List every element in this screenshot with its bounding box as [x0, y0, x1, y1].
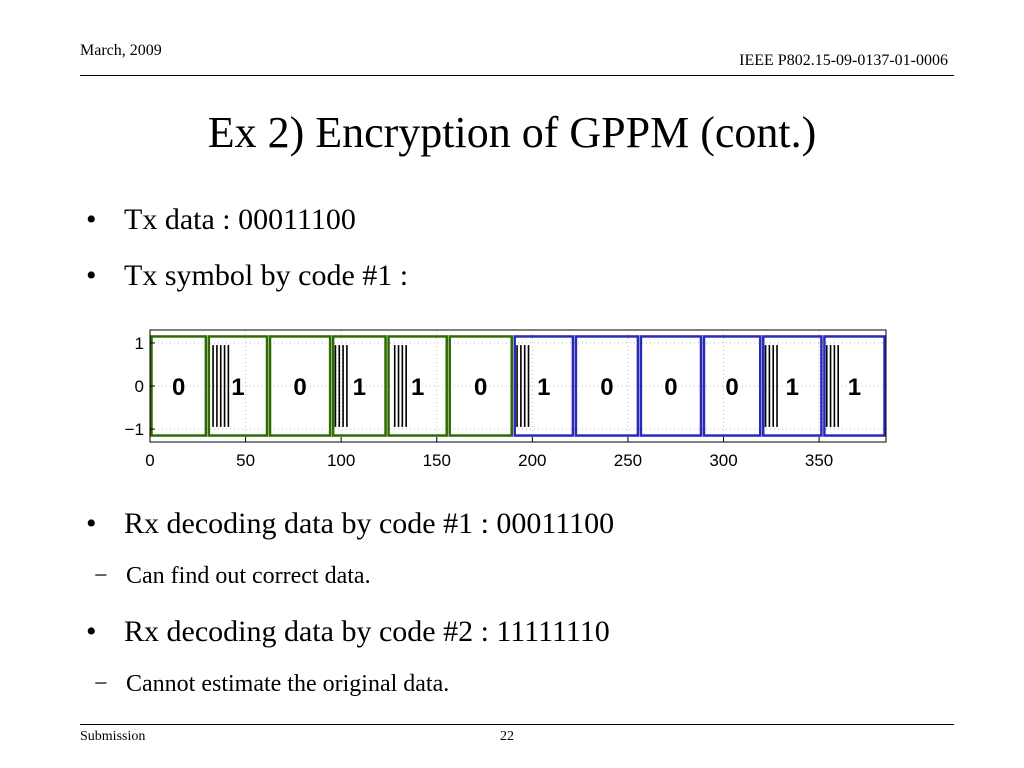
header-rule — [80, 75, 954, 76]
bullet-text: Tx data : 00011100 — [124, 203, 356, 236]
y-tick-label: −1 — [125, 420, 144, 439]
sub-bullet-correct: −Can find out correct data. — [94, 562, 371, 591]
footer-rule — [80, 724, 954, 725]
bit-label: 1 — [848, 374, 861, 401]
bit-label: 0 — [725, 374, 738, 401]
sub-bullet-text: Can find out correct data. — [126, 563, 371, 589]
symbol-box — [702, 335, 762, 437]
symbol-box — [387, 335, 448, 437]
dash-mark: − — [94, 671, 108, 697]
bit-label: 1 — [353, 374, 366, 401]
sub-bullet-text: Cannot estimate the original data. — [126, 671, 450, 697]
bullet-text: Rx decoding data by code #2 : 11111110 — [124, 615, 610, 648]
symbol-box — [331, 335, 387, 437]
symbol-box — [823, 335, 886, 437]
bullet-mark: • — [86, 615, 97, 648]
header-date: March, 2009 — [80, 42, 162, 59]
x-tick-label: 150 — [423, 451, 451, 470]
dash-mark: − — [94, 563, 108, 589]
bullet-rx-code2: • Rx decoding data by code #2 : 11111110 — [86, 614, 610, 650]
bit-label: 1 — [786, 374, 799, 401]
symbol-box — [513, 335, 575, 437]
symbol-box — [448, 335, 513, 437]
bit-label: 0 — [293, 374, 306, 401]
bit-label: 0 — [664, 374, 677, 401]
x-tick-label: 50 — [236, 451, 255, 470]
bit-label: 1 — [411, 374, 424, 401]
symbol-box — [574, 335, 640, 437]
symbol-box — [207, 335, 269, 437]
x-tick-label: 0 — [145, 451, 154, 470]
bullet-mark: • — [86, 259, 97, 292]
bit-label: 0 — [172, 374, 185, 401]
footer-page-number: 22 — [500, 729, 514, 744]
y-tick-label: 0 — [135, 377, 144, 396]
x-tick-label: 100 — [327, 451, 355, 470]
sub-bullet-cannot: −Cannot estimate the original data. — [94, 670, 449, 699]
symbol-box — [761, 335, 823, 437]
footer-submission: Submission — [80, 729, 146, 744]
bullet-tx-symbol: • Tx symbol by code #1 : — [86, 258, 408, 294]
bit-label: 0 — [474, 374, 487, 401]
x-tick-label: 200 — [518, 451, 546, 470]
x-tick-label: 300 — [709, 451, 737, 470]
slide-title: Ex 2) Encryption of GPPM (cont.) — [207, 108, 817, 157]
bullet-mark: • — [86, 507, 97, 540]
symbol-box — [639, 335, 703, 437]
bullet-rx-code1: • Rx decoding data by code #1 : 00011100 — [86, 506, 614, 542]
header-doc-id: IEEE P802.15-09-0137-01-0006 — [739, 52, 948, 69]
x-tick-label: 350 — [805, 451, 833, 470]
bit-label: 0 — [600, 374, 613, 401]
symbol-box — [268, 335, 332, 437]
y-tick-label: 1 — [135, 334, 144, 353]
x-tick-label: 250 — [614, 451, 642, 470]
bit-label: 1 — [231, 374, 244, 401]
bullet-text: Rx decoding data by code #1 : 00011100 — [124, 507, 615, 540]
bit-label: 1 — [537, 374, 550, 401]
bullet-mark: • — [86, 203, 97, 236]
bullet-text: Tx symbol by code #1 : — [124, 259, 409, 292]
bullet-tx-data: • Tx data : 00011100 — [86, 202, 356, 238]
